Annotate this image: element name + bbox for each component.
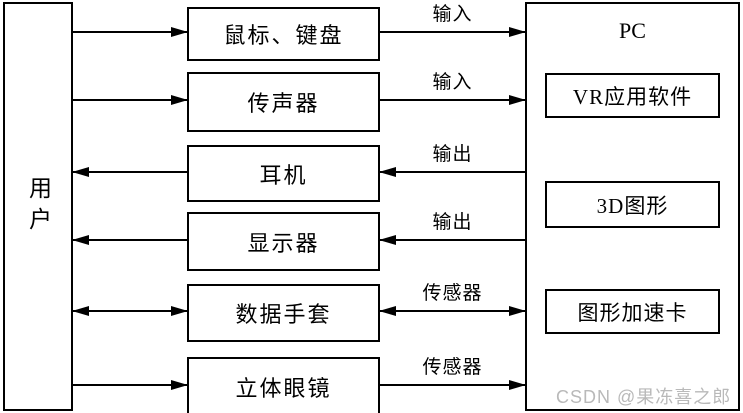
- arrow-device-pc-bidirectional: [379, 306, 526, 316]
- pc-component-vr-software: VR应用软件: [545, 73, 720, 118]
- arrow-device-to-pc: [380, 379, 526, 390]
- arrow-left-icon: [72, 234, 89, 245]
- arrow-left-icon: [72, 166, 89, 177]
- flow-label-sensor: 传感器: [422, 283, 483, 304]
- arrow-user-to-device: [73, 379, 188, 390]
- arrow-left-icon: [72, 306, 89, 316]
- arrow-pc-to-device: [379, 234, 525, 245]
- arrow-device-to-user: [72, 166, 187, 177]
- device-box-stereo-glasses: 立体眼镜: [187, 357, 380, 413]
- arrow-right-icon: [171, 27, 188, 37]
- flow-label-input: 输入: [432, 72, 473, 93]
- pc-component-graphics-accelerator: 图形加速卡: [545, 289, 720, 334]
- pc-box: PC VR应用软件 3D图形 图形加速卡: [525, 2, 740, 411]
- flow-label-output: 输出: [432, 211, 473, 233]
- arrow-right-icon: [509, 95, 526, 105]
- user-box-label: 用户: [25, 175, 51, 238]
- arrow-user-device-bidirectional: [72, 306, 188, 316]
- device-box-microphone: 传声器: [187, 72, 380, 132]
- device-row-data-glove: 数据手套 传感器: [0, 283, 743, 342]
- arrow-right-icon: [171, 306, 188, 316]
- device-row-headphones: 耳机 输出: [0, 144, 743, 202]
- arrow-user-to-device: [73, 27, 188, 37]
- device-box-display: 显示器: [187, 212, 380, 271]
- arrow-left-icon: [379, 234, 396, 245]
- device-row-stereo-glasses: 立体眼镜 传感器: [0, 357, 743, 413]
- arrow-right-icon: [171, 379, 188, 390]
- flow-label-output: 输出: [432, 143, 473, 165]
- device-box-headphones: 耳机: [187, 145, 380, 202]
- arrow-device-to-user: [72, 234, 187, 245]
- arrow-user-to-device: [73, 95, 188, 105]
- pc-component-3d-graphics: 3D图形: [545, 181, 720, 228]
- arrow-right-icon: [171, 95, 188, 105]
- arrow-left-icon: [379, 306, 396, 316]
- user-box: 用户: [3, 2, 73, 411]
- device-box-data-glove: 数据手套: [187, 284, 380, 342]
- arrow-right-icon: [509, 27, 526, 37]
- arrow-device-to-pc: [380, 95, 526, 105]
- pc-box-label: PC: [619, 18, 646, 43]
- arrow-right-icon: [509, 306, 526, 316]
- device-row-mouse-keyboard: 鼠标、键盘 输入: [0, 4, 743, 61]
- device-box-mouse-keyboard: 鼠标、键盘: [187, 7, 380, 61]
- arrow-left-icon: [379, 166, 396, 177]
- flow-label-sensor: 传感器: [422, 356, 483, 378]
- device-row-display: 显示器 输出: [0, 212, 743, 271]
- arrow-pc-to-device: [379, 166, 525, 177]
- csdn-watermark: CSDN @果冻喜之郎: [556, 387, 732, 407]
- arrow-right-icon: [509, 379, 526, 390]
- flow-label-input: 输入: [432, 4, 473, 25]
- arrow-device-to-pc: [380, 27, 526, 37]
- device-row-microphone: 传声器 输入: [0, 72, 743, 132]
